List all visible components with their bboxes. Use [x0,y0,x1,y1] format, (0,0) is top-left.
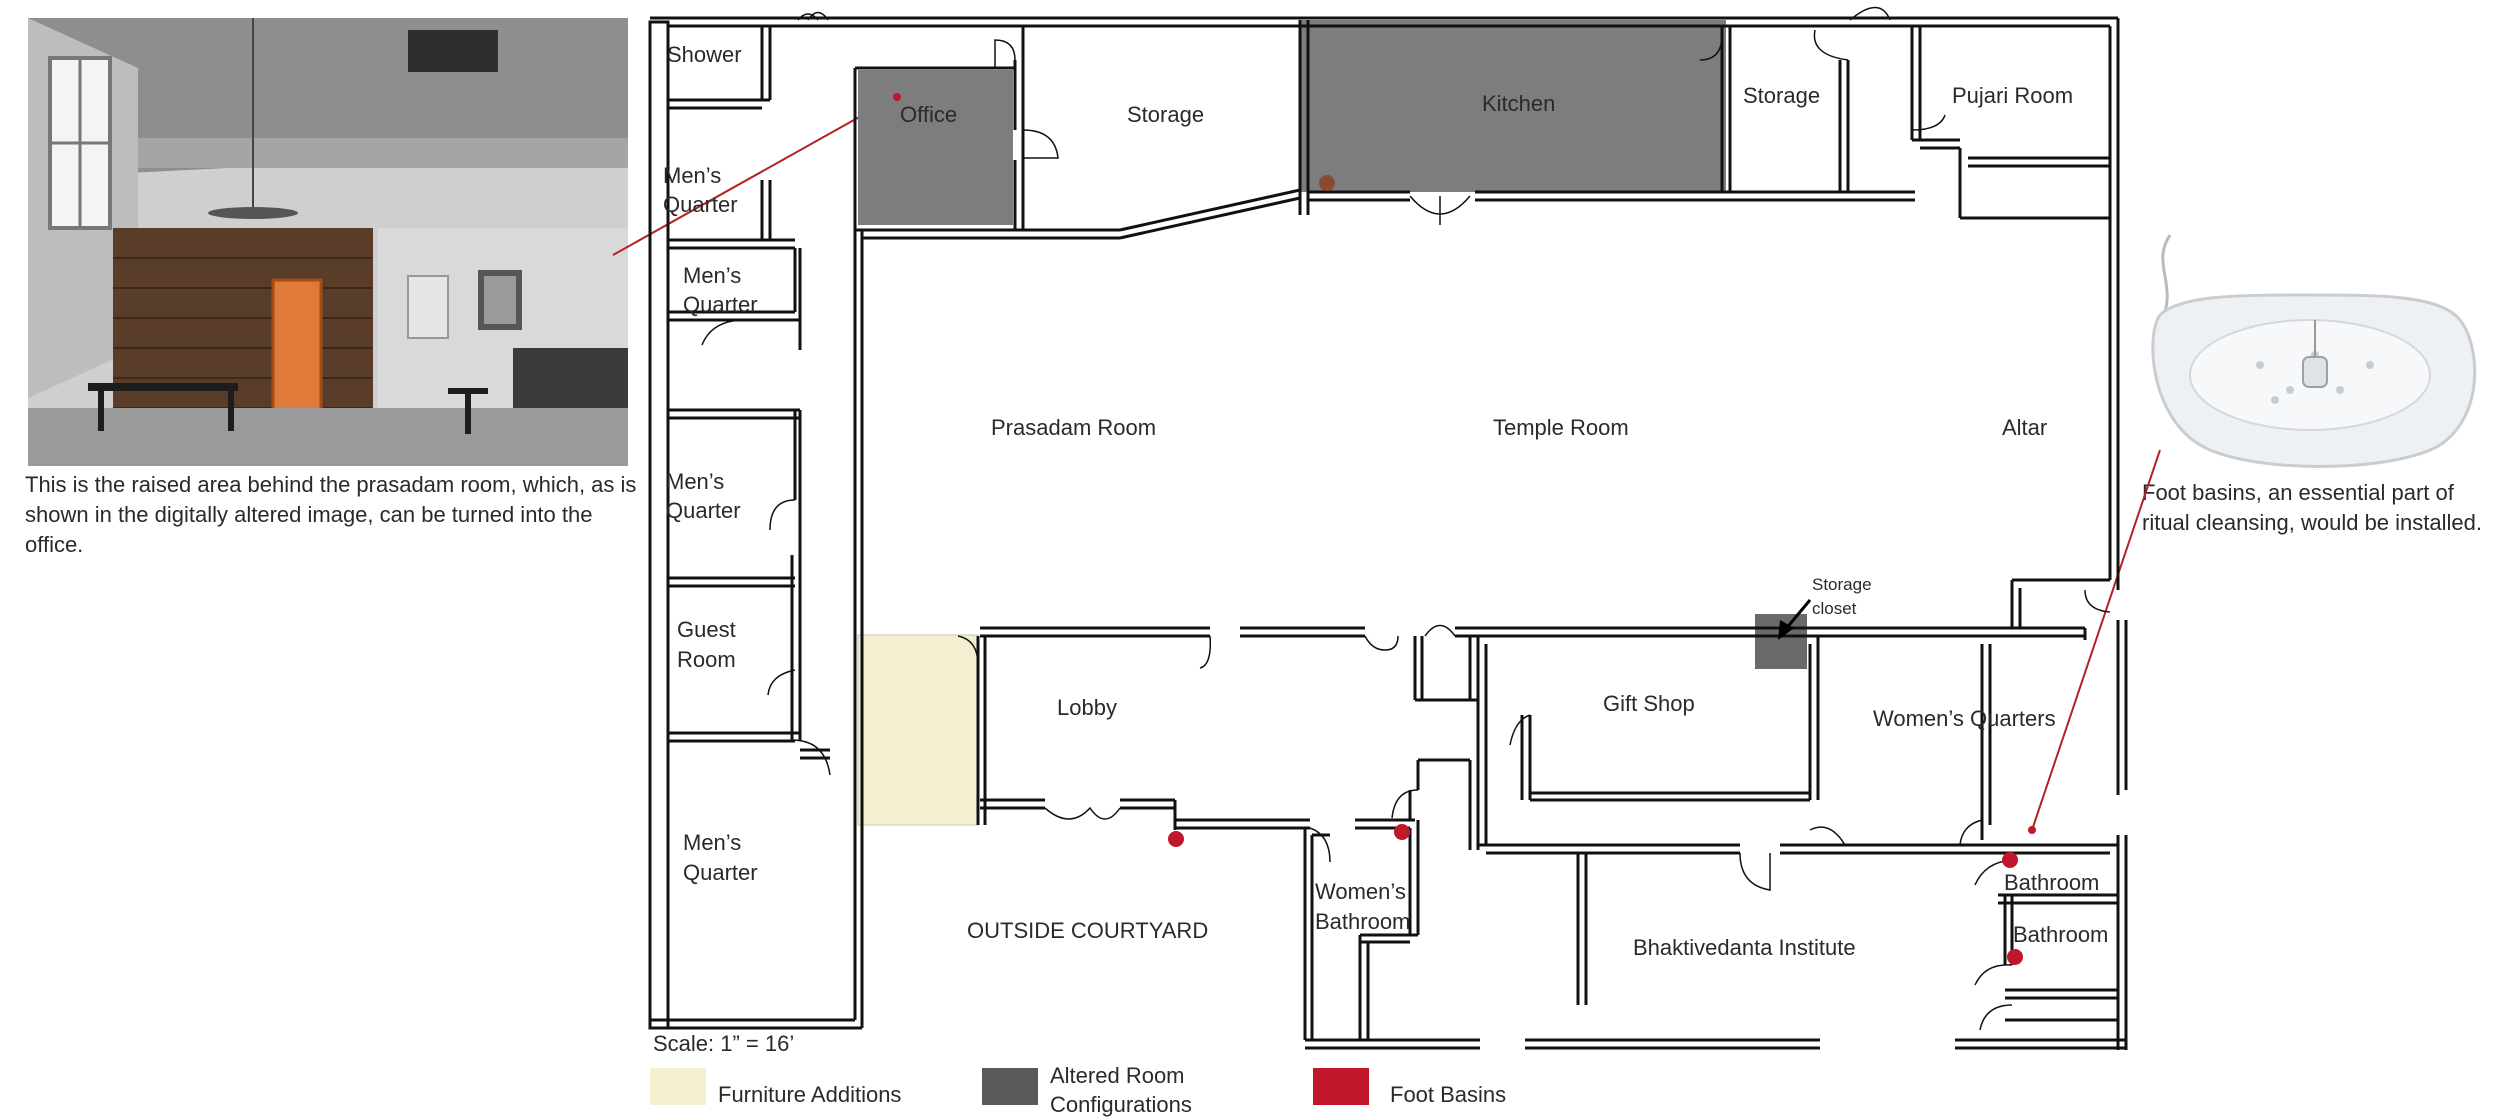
raised-area-photo [28,18,628,466]
legend-swatch-altered [982,1068,1038,1105]
legend-label-altered-b: Configurations [1050,1092,1192,1117]
room-label-storage-closet-b: closet [1812,599,1857,618]
foot-basin-marker [2002,852,2018,868]
foot-basin-photo [2151,234,2477,468]
room-label-womens-bathroom-b: Bathroom [1315,909,1410,934]
legend-swatch-basins [1313,1068,1369,1105]
room-label-kitchen: Kitchen [1482,91,1555,116]
room-label-lobby: Lobby [1057,695,1117,720]
kitchen-marker [1319,175,1335,191]
foot-basin-marker [1168,831,1184,847]
room-label-storage-closet: Storage [1812,575,1872,594]
room-label-womens-quarters: Women’s Quarters [1873,706,2056,731]
room-label-mens-quarter-1-b: Quarter [663,192,738,217]
room-label-pujari-room: Pujari Room [1952,83,2073,108]
room-label-mens-quarter-4: Men’s [683,830,741,855]
foot-basin-caption: Foot basins, an essential part of ritual… [2142,480,2482,535]
foot-basin-marker [2007,949,2023,965]
room-label-mens-quarter-3: Men’s [666,469,724,494]
room-label-mens-quarter-3-b: Quarter [666,498,741,523]
office-marker [893,93,901,101]
legend-swatch-furniture [650,1068,706,1105]
room-label-mens-quarter-4-b: Quarter [683,860,758,885]
room-label-gift-shop: Gift Shop [1603,691,1695,716]
foot-basin-marker [1394,824,1410,840]
room-label-outside-courtyard: OUTSIDE COURTYARD [967,918,1208,943]
room-label-womens-bathroom: Women’s [1315,879,1406,904]
room-label-bhaktivedanta-institute: Bhaktivedanta Institute [1633,935,1856,960]
legend: Furniture Additions Altered Room Configu… [650,1063,1506,1117]
storage-closet-arrow [1783,599,1812,631]
room-label-guest-room: Guest [677,617,736,642]
basin-pointer-line [2031,449,2161,831]
room-label-mens-quarter-1: Men’s [663,163,721,188]
room-label-storage-2: Storage [1743,83,1820,108]
room-label-storage-1: Storage [1127,102,1204,127]
foot-basin-marker [2028,826,2036,834]
room-label-altar: Altar [2002,415,2047,440]
room-label-prasadam-room: Prasadam Room [991,415,1156,440]
room-label-office: Office [900,102,957,127]
room-label-mens-quarter-2: Men’s [683,263,741,288]
kitchen-altered-fill [1300,20,1726,192]
lobby-furniture-fill [857,634,979,826]
room-label-bathroom-2: Bathroom [2013,922,2108,947]
legend-label-furniture: Furniture Additions [718,1082,901,1107]
room-label-mens-quarter-2-b: Quarter [683,292,758,317]
room-label-temple-room: Temple Room [1493,415,1629,440]
office-altered-fill [858,70,1013,225]
legend-label-basins: Foot Basins [1390,1082,1506,1107]
room-label-shower: Shower [667,42,742,67]
room-label-guest-room-b: Room [677,647,736,672]
photo-caption: This is the raised area behind the prasa… [25,472,637,557]
legend-label-altered: Altered Room [1050,1063,1185,1088]
room-label-bathroom-1: Bathroom [2004,870,2099,895]
office-pointer-line [612,96,896,256]
scale-label: Scale: 1” = 16’ [653,1031,794,1056]
